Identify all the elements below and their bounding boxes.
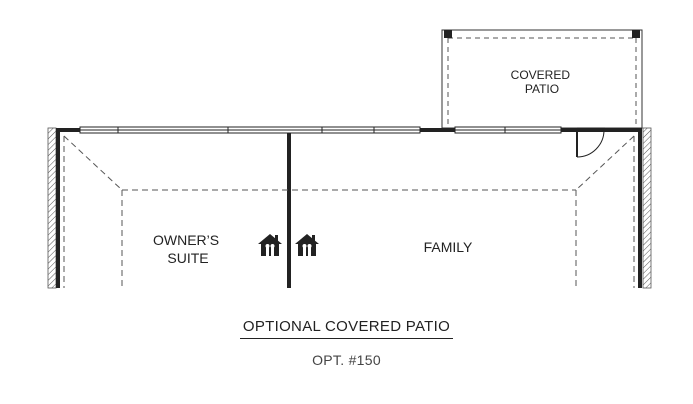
family-label: FAMILY [424,239,473,255]
post-right [632,30,640,38]
owners-suite-label: OWNER’S SUITE [153,232,223,266]
window-strip [79,126,562,134]
left-wall-hatch [47,127,57,289]
option-number: OPT. #150 [312,352,381,368]
house-icon [258,234,282,256]
right-wall-hatch [642,127,652,289]
covered-patio-label: COVERED PATIO [511,68,574,96]
exterior-walls [56,128,642,288]
floor-plan: COVERED PATIO OWNER’S SUITE FAMILY [47,29,652,289]
door-swing [576,127,605,158]
house-icon [295,234,319,256]
post-left [444,30,452,38]
option-title: OPTIONAL COVERED PATIO [239,318,454,339]
ceiling-lines [63,135,635,288]
caption-title-wrap: OPTIONAL COVERED PATIO [0,318,693,339]
